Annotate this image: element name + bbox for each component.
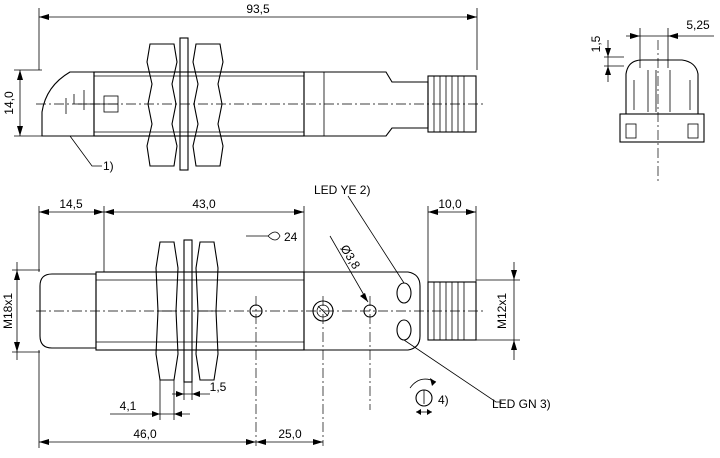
end-view-base: [619, 113, 705, 143]
end-view-cap: [625, 59, 699, 115]
note4-label: 4): [438, 393, 449, 407]
dim-led-hole: Ø3,8: [337, 242, 363, 272]
led-ye-label: LED YE 2): [314, 183, 370, 197]
dim-body-height: 14,0: [2, 91, 16, 115]
hex-nut-left-top: [146, 43, 178, 167]
dim-washer-offset: 4,1: [120, 399, 137, 413]
led-gn: [396, 319, 412, 341]
rear-housing-front: [303, 271, 421, 351]
dim-thread-length: 43,0: [192, 197, 216, 211]
dim-overall-length: 93,5: [246, 2, 270, 16]
dim-thread-m18: M18x1: [1, 293, 15, 329]
dim-base-to-hole: 46,0: [133, 427, 157, 441]
dim-height-right: 1,5: [589, 35, 603, 52]
wrench-size: 24: [284, 230, 298, 244]
dim-front-length: 14,5: [59, 197, 83, 211]
leader-led-ye: [347, 195, 405, 284]
end-view: 5,25 1,5: [589, 18, 714, 182]
top-view: 93,5 14,0: [2, 2, 486, 173]
dim-width-right: 5,25: [686, 18, 710, 32]
led-gn-label: LED GN 3): [492, 397, 551, 411]
leader-led-gn: [403, 339, 502, 403]
hex-nut-right-front: [195, 241, 219, 381]
note1-label: 1): [103, 159, 114, 173]
led-ye: [396, 282, 412, 304]
front-view: 14,5 43,0 10,0 M18x1 M12x1: [1, 183, 551, 448]
dim-hole-spacing: 25,0: [278, 427, 302, 441]
dim-nut-thickness: 1,5: [210, 380, 227, 394]
wrench-icon: [246, 231, 281, 241]
hex-nut-right-top: [192, 43, 224, 167]
sensor-head-top: [41, 71, 95, 137]
dim-thread-m12: M12x1: [495, 293, 509, 329]
dim-plug-length: 10,0: [438, 197, 462, 211]
leader-note1: [69, 135, 102, 167]
